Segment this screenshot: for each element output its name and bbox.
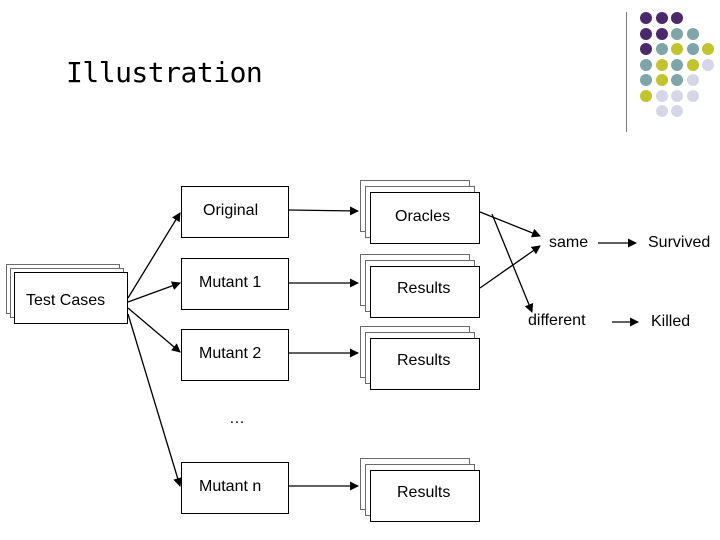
results-n-label: Results	[397, 484, 451, 501]
decorative-dot	[640, 27, 652, 40]
decorative-dot	[655, 58, 668, 71]
arrow-tests-to-mutant-n	[127, 313, 182, 487]
decorative-dot	[686, 89, 699, 102]
decorative-dot	[702, 58, 714, 71]
survived-label: Survived	[648, 234, 711, 251]
decorative-dot	[671, 43, 683, 55]
decorative-dot	[671, 89, 683, 102]
decorative-dot	[671, 12, 683, 24]
decorative-dot	[686, 27, 699, 40]
results-2-label: Results	[397, 352, 451, 369]
arrow-oracles-to-different	[491, 213, 534, 313]
decorative-dot	[640, 58, 652, 71]
decorative-dot	[655, 89, 668, 102]
different-label: different	[528, 312, 586, 329]
arrow-oracles-to-same	[479, 211, 541, 238]
mutant-2-box	[181, 329, 289, 381]
decorative-divider	[626, 12, 627, 132]
decorative-dot	[671, 27, 683, 40]
decorative-dot	[640, 43, 652, 55]
page-title: Illustration	[66, 56, 263, 89]
arrow-tests-to-mutant-1	[127, 281, 181, 303]
decorative-dot	[686, 43, 699, 55]
arrow-original-to-oracles	[287, 206, 359, 216]
mutant-2-label: Mutant 2	[199, 345, 262, 362]
oracles-label: Oracles	[395, 208, 451, 225]
original-label: Original	[203, 202, 259, 219]
results-1-label: Results	[397, 280, 451, 297]
arrow-tests-to-original	[127, 212, 181, 299]
mutant-n-label: Mutant n	[199, 478, 262, 495]
decorative-dot	[640, 12, 652, 24]
mutant-1-label: Mutant 1	[199, 274, 262, 291]
decorative-dot	[671, 58, 683, 71]
mutant-n-box	[181, 462, 289, 514]
decorative-dot	[640, 74, 652, 86]
decorative-dot	[640, 89, 652, 102]
decorative-dot	[655, 43, 668, 55]
decorative-dot	[655, 105, 668, 117]
arrow-results-to-same	[479, 245, 541, 289]
test-cases-label: Test Cases	[26, 292, 106, 309]
decorative-dot	[671, 105, 683, 117]
decorative-dot	[686, 58, 699, 71]
arrow-tests-to-mutant-2	[127, 307, 181, 353]
decorative-dot	[702, 43, 714, 55]
decorative-dot	[686, 74, 699, 86]
decorative-dot	[655, 27, 668, 40]
decorative-dot	[655, 12, 668, 24]
ellipsis-label: …	[229, 410, 245, 427]
killed-label: Killed	[651, 313, 691, 330]
original-program-box	[181, 186, 289, 238]
decorative-dot	[671, 74, 683, 86]
mutant-1-box	[181, 258, 289, 310]
decorative-dot	[655, 74, 668, 86]
same-label: same	[549, 234, 589, 251]
